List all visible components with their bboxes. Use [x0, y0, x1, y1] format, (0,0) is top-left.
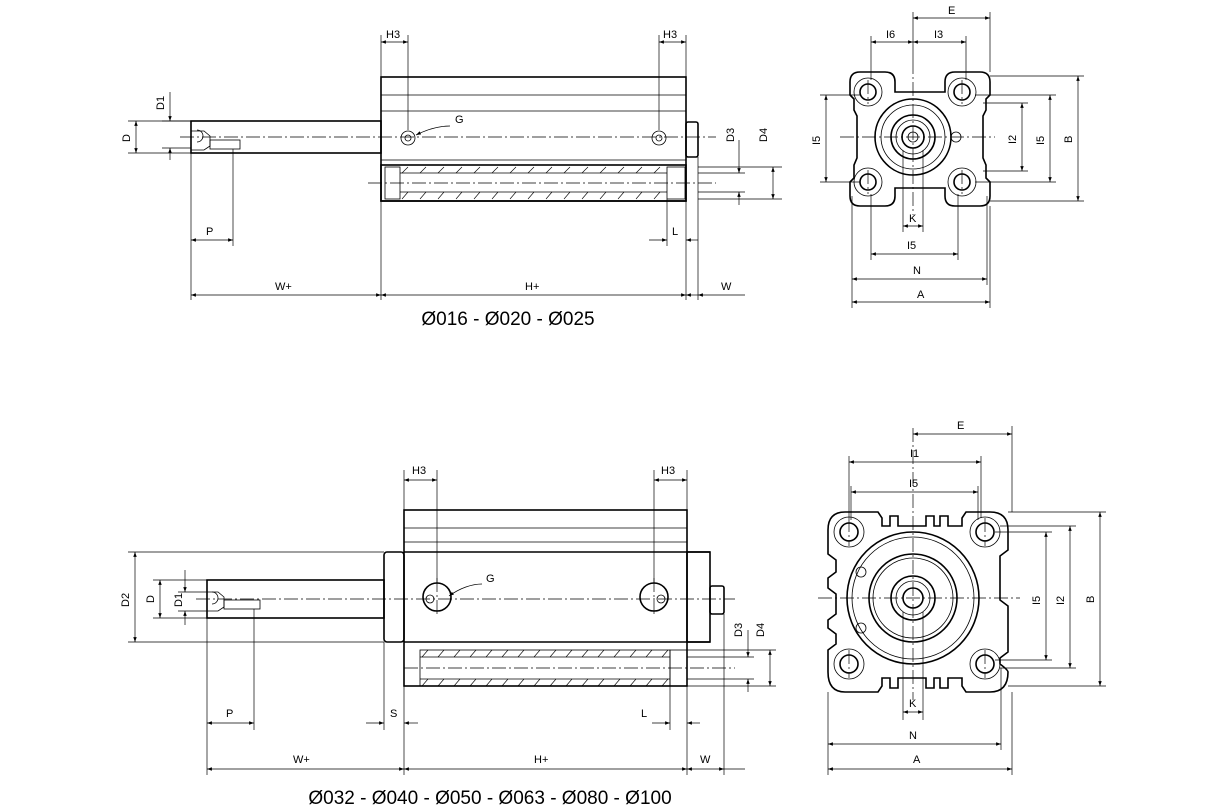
w-plus-label: W+: [293, 754, 310, 766]
l-label: L: [641, 708, 647, 720]
bottom-front-labels: E I1 I5 I5 I2 B K N A: [909, 420, 1097, 766]
p-label: P: [226, 708, 233, 720]
i1-label: I1: [910, 448, 919, 460]
w-label: W: [721, 281, 732, 293]
d4-label: D4: [755, 623, 767, 637]
g-label: G: [455, 114, 464, 126]
top-side-view: [128, 35, 782, 300]
b-label: B: [1063, 136, 1075, 143]
d3-label: D3: [725, 128, 737, 142]
n-label: N: [913, 265, 921, 277]
w-label: W: [700, 754, 711, 766]
e-label: E: [948, 5, 955, 17]
d-label: D: [121, 134, 133, 142]
top-front-labels: E I6 I3 I5 I2 I5 B K I5 N A: [811, 5, 1075, 301]
g-label: G: [486, 573, 495, 585]
i5-left-label: I5: [811, 136, 823, 145]
d2-label: D2: [120, 593, 132, 607]
h-plus-label: H+: [534, 754, 548, 766]
l-label: L: [672, 226, 678, 238]
k-label: K: [909, 213, 917, 225]
i3-label: I3: [934, 29, 943, 41]
h3-right-label: H3: [661, 465, 675, 477]
bottom-front-view: [818, 426, 1106, 775]
s-label: S: [390, 708, 397, 720]
b-label: B: [1085, 596, 1097, 603]
a-label: A: [913, 754, 921, 766]
bottom-caption: Ø032 - Ø040 - Ø050 - Ø063 - Ø080 - Ø100: [308, 788, 671, 809]
h3-right-label: H3: [663, 29, 677, 41]
p-label: P: [206, 226, 213, 238]
i5-top-label: I5: [909, 478, 918, 490]
n-label: N: [909, 730, 917, 742]
d1-label: D1: [173, 593, 185, 607]
i2-label: I2: [1007, 135, 1019, 144]
k-label: K: [909, 698, 917, 710]
w-plus-label: W+: [275, 281, 292, 293]
d4-label: D4: [758, 128, 770, 142]
top-front-view: [820, 12, 1084, 308]
d-label: D: [145, 595, 157, 603]
h3-left-label: H3: [386, 29, 400, 41]
h-plus-label: H+: [525, 281, 539, 293]
h3-left-label: H3: [412, 465, 426, 477]
a-label: A: [917, 289, 925, 301]
i5-right-label: I5: [1035, 136, 1047, 145]
d1-label: D1: [155, 96, 167, 110]
bottom-side-view: [128, 470, 776, 775]
i6-label: I6: [886, 29, 895, 41]
e-label: E: [957, 420, 964, 432]
i5-right-label: I5: [1031, 596, 1043, 605]
bottom-side-labels: H3 H3 G D2 D D1 D3 D4 P S L W+ H+ W: [120, 465, 767, 766]
top-caption: Ø016 - Ø020 - Ø025: [421, 309, 594, 330]
top-side-labels: H3 H3 G D1 D D3 D4 P L W+ H+ W: [121, 29, 770, 293]
d3-label: D3: [733, 623, 745, 637]
i2-label: I2: [1055, 596, 1067, 605]
i5-bottom-label: I5: [907, 240, 916, 252]
